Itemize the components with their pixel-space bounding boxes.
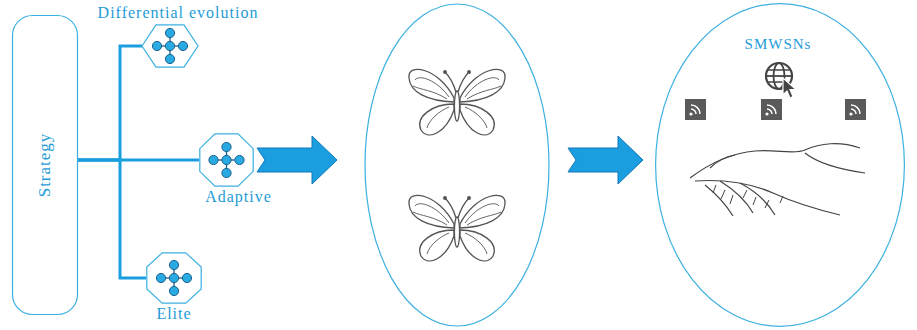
butterfly [409, 69, 505, 135]
tree-line [78, 46, 142, 160]
node-label: Adaptive [205, 188, 272, 206]
strategy-box: Strategy [12, 15, 78, 315]
strategy-hexagon: Differential evolution [142, 24, 198, 68]
node-label: Strategy [35, 133, 55, 198]
network-ellipse: SMWSNs [655, 3, 905, 327]
block-arrow [257, 136, 337, 184]
population-ellipse [365, 4, 549, 326]
tree-line [78, 160, 146, 278]
graph-icon [209, 142, 244, 177]
block-arrow [568, 136, 643, 184]
node-label: SMWSNs [745, 36, 812, 53]
node-label: Elite [156, 305, 191, 323]
oct-outline [146, 252, 202, 304]
hex-outline [142, 24, 198, 68]
butterfly [409, 195, 505, 261]
graph-icon [152, 28, 187, 63]
strategy-octagon: Adaptive [199, 133, 254, 187]
strategy-octagon: Elite [146, 252, 202, 304]
oct-outline [199, 133, 254, 187]
graph-icon [156, 260, 191, 295]
node-label: Differential evolution [98, 4, 259, 22]
network-illustration [685, 63, 866, 216]
